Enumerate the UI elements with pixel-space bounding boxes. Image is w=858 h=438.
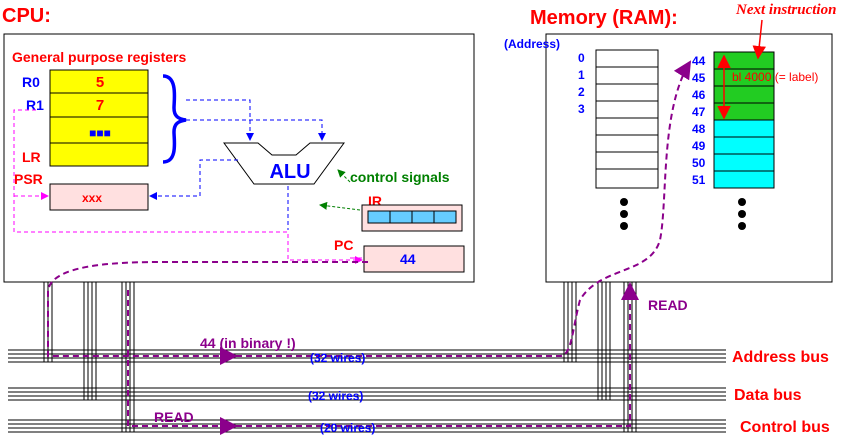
control-signal-arrow-ir xyxy=(319,201,361,211)
cpu-title: CPU: xyxy=(2,5,51,27)
memory-dot xyxy=(620,222,628,230)
next-instruction-label: Next instruction xyxy=(735,2,836,18)
pc-box xyxy=(363,245,465,273)
memory-dot xyxy=(620,210,628,218)
address-50: 50 xyxy=(692,156,706,170)
control-signals-label: control signals xyxy=(350,169,450,185)
psr-box xyxy=(49,183,149,211)
address-0: 0 xyxy=(578,51,585,65)
register-r0-label: R0 xyxy=(22,74,40,90)
memory-dot xyxy=(620,198,628,206)
register-file xyxy=(49,69,149,167)
alu-shape xyxy=(223,142,345,185)
address-51: 51 xyxy=(692,173,706,187)
read-control-label: READ xyxy=(154,409,194,425)
reg-to-alu-left-line xyxy=(186,99,254,141)
memory-title: Memory (RAM): xyxy=(530,7,678,29)
data-bus-wires-label: (32 wires) xyxy=(308,389,363,403)
memory-left-column xyxy=(595,49,659,189)
alu-label: ALU xyxy=(269,161,310,183)
address-flow-path xyxy=(47,261,368,365)
address-3: 3 xyxy=(578,102,585,116)
address-46: 46 xyxy=(692,88,706,102)
address-47: 47 xyxy=(692,105,706,119)
register-dots: ■■■ xyxy=(89,126,111,140)
r1-to-pc-line xyxy=(13,109,363,264)
address-1: 1 xyxy=(578,68,585,82)
control-bus-wires-label: (20 wires) xyxy=(320,421,375,435)
data-bus-label: Data bus xyxy=(734,387,802,404)
read-to-memory-path xyxy=(236,282,639,427)
control-signal-arrow-alu xyxy=(337,169,351,183)
address-value-label: 44 (in binary !) xyxy=(200,335,296,351)
address-2: 2 xyxy=(578,85,585,99)
address-bus-label: Address bus xyxy=(732,349,829,366)
control-bus-label: Control bus xyxy=(740,419,830,436)
register-r1-label: R1 xyxy=(26,97,44,113)
address-49: 49 xyxy=(692,139,706,153)
memory-dot xyxy=(738,222,746,230)
read-memory-label: READ xyxy=(648,297,688,313)
data-bus-wires xyxy=(8,387,726,401)
next-instruction-arrow xyxy=(752,19,766,60)
address-48: 48 xyxy=(692,122,706,136)
memory-bus-connectors xyxy=(563,282,637,432)
register-r0-value: 5 xyxy=(96,74,104,91)
psr-value: xxx xyxy=(82,191,102,205)
address-44: 44 xyxy=(692,54,706,68)
pc-value: 44 xyxy=(400,251,416,267)
memory-dot xyxy=(738,198,746,206)
memory-dot xyxy=(738,210,746,218)
address-header: (Address) xyxy=(504,37,560,51)
read-control-flow-path xyxy=(127,290,238,435)
register-lr-label: LR xyxy=(22,149,41,165)
alu-to-psr-line xyxy=(149,159,238,200)
registers-title: General purpose registers xyxy=(12,49,187,65)
address-45: 45 xyxy=(692,71,706,85)
reg-to-alu-right-line xyxy=(186,119,326,141)
psr-label: PSR xyxy=(14,171,43,187)
register-r1-value: 7 xyxy=(96,97,104,114)
address-bus-wires-label: (32 wires) xyxy=(310,351,365,365)
pc-label: PC xyxy=(334,237,353,253)
instruction-text: bl 4000 (= label) xyxy=(732,70,818,84)
